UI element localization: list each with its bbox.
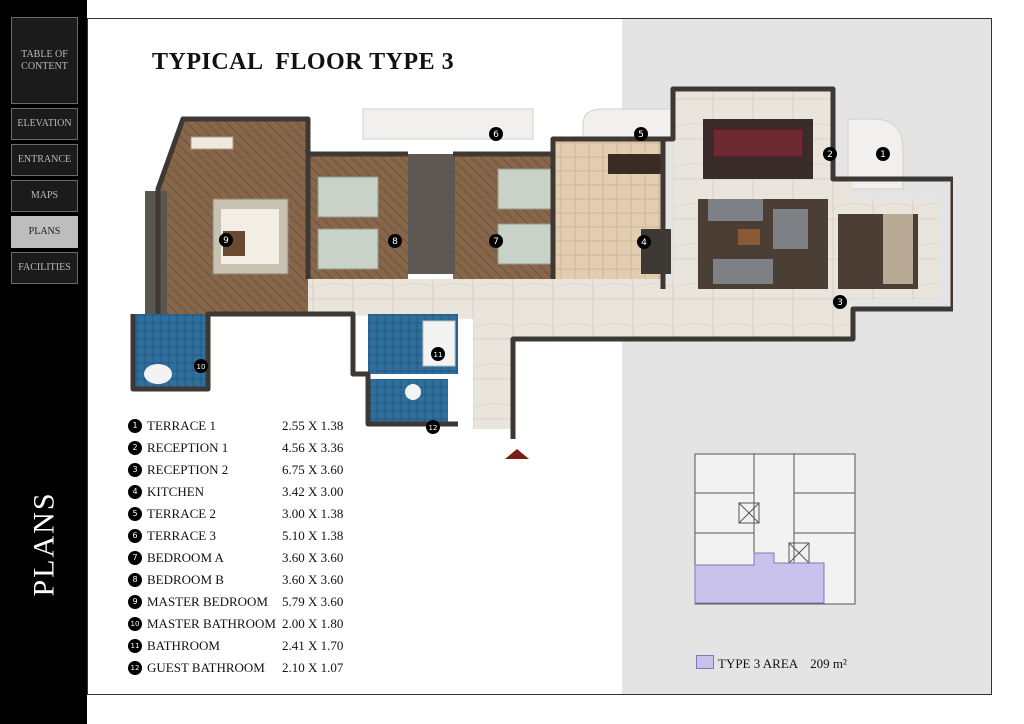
nav-entrance[interactable]: ENTRANCE (11, 144, 78, 176)
sidebar: TABLE OF CONTENT ELEVATION ENTRANCE MAPS… (0, 0, 87, 724)
nav-table-of-content[interactable]: TABLE OF CONTENT (11, 17, 78, 104)
kitchen (553, 139, 671, 289)
bathroom (368, 314, 458, 374)
bedroom-b (308, 154, 433, 279)
room-marker-9: 9 (219, 233, 233, 247)
svg-text:12: 12 (429, 424, 438, 432)
page-title: TYPICAL FLOOR TYPE 3 (152, 49, 455, 75)
walls (130, 86, 953, 439)
svg-text:11: 11 (434, 351, 443, 359)
reception-2 (673, 179, 938, 309)
nav-elevation[interactable]: ELEVATION (11, 108, 78, 140)
svg-text:2: 2 (827, 150, 833, 160)
area-value: 209 m² (810, 656, 847, 671)
room-marker-7: 7 (489, 234, 503, 248)
room-marker-8: 8 (388, 234, 402, 248)
svg-text:10: 10 (197, 363, 206, 371)
section-title: PLANS (27, 491, 61, 597)
svg-text:1: 1 (880, 150, 886, 160)
room-marker-5: 5 (634, 127, 648, 141)
room-marker-4: 4 (637, 235, 651, 249)
terrace-1 (847, 118, 904, 190)
terrace-2 (582, 108, 674, 140)
floor-plan: 1 2 3 4 5 6 7 8 9 10 11 12 (130, 86, 953, 459)
terrace-3 (362, 108, 534, 140)
room-marker-10: 10 (194, 359, 208, 373)
area-swatch (696, 655, 714, 669)
nav-maps[interactable]: MAPS (11, 180, 78, 212)
content-frame: TYPICAL FLOOR TYPE 3 (87, 18, 992, 695)
svg-text:6: 6 (493, 130, 499, 140)
type-3-area-highlight (694, 552, 825, 604)
guest-bathroom (368, 379, 448, 424)
room-marker-12: 12 (426, 420, 440, 434)
key-plan (694, 453, 856, 605)
room-markers: 1 2 3 4 5 6 7 8 9 10 11 12 (194, 127, 890, 434)
master-bathroom (133, 314, 208, 389)
area-label: TYPE 3 AREA (718, 656, 799, 671)
room-marker-2: 2 (823, 147, 837, 161)
svg-text:8: 8 (392, 237, 398, 247)
svg-text:7: 7 (493, 237, 499, 247)
room-marker-1: 1 (876, 147, 890, 161)
svg-text:3: 3 (837, 298, 843, 308)
nav-plans[interactable]: PLANS (11, 216, 78, 248)
svg-text:4: 4 (641, 238, 647, 248)
entrance-marker (505, 449, 529, 459)
nav-facilities[interactable]: FACILITIES (11, 252, 78, 284)
room-marker-11: 11 (431, 347, 445, 361)
room-marker-6: 6 (489, 127, 503, 141)
svg-text:5: 5 (638, 130, 644, 140)
svg-text:9: 9 (223, 236, 229, 246)
room-marker-3: 3 (833, 295, 847, 309)
area-legend: TYPE 3 AREA 209 m² (696, 655, 847, 672)
bedroom-a (433, 154, 554, 279)
